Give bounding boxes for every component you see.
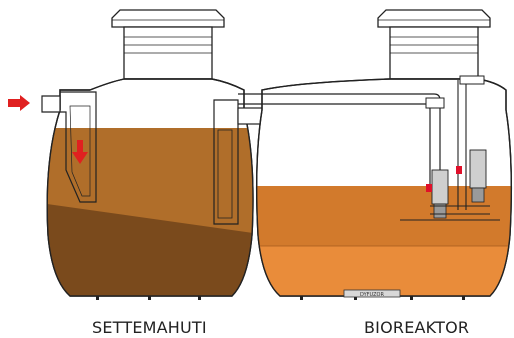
valve-icon — [456, 166, 462, 174]
diffuser: DYFUZOR — [344, 290, 400, 298]
bioreactor-tank: DYFUZOR — [238, 10, 514, 306]
right-arrow-icon — [8, 95, 30, 111]
bioreactor-caption: BIOREAKTOR — [364, 318, 469, 337]
bioreactor-tank-lid — [378, 10, 490, 27]
diffuser-label: DYFUZOR — [360, 292, 384, 298]
inlet-pipe — [42, 96, 60, 112]
settling-tank-lid — [112, 10, 224, 27]
valve-icon — [426, 184, 432, 192]
settling-tank-caption: SETTEMAHUTI — [92, 318, 207, 337]
